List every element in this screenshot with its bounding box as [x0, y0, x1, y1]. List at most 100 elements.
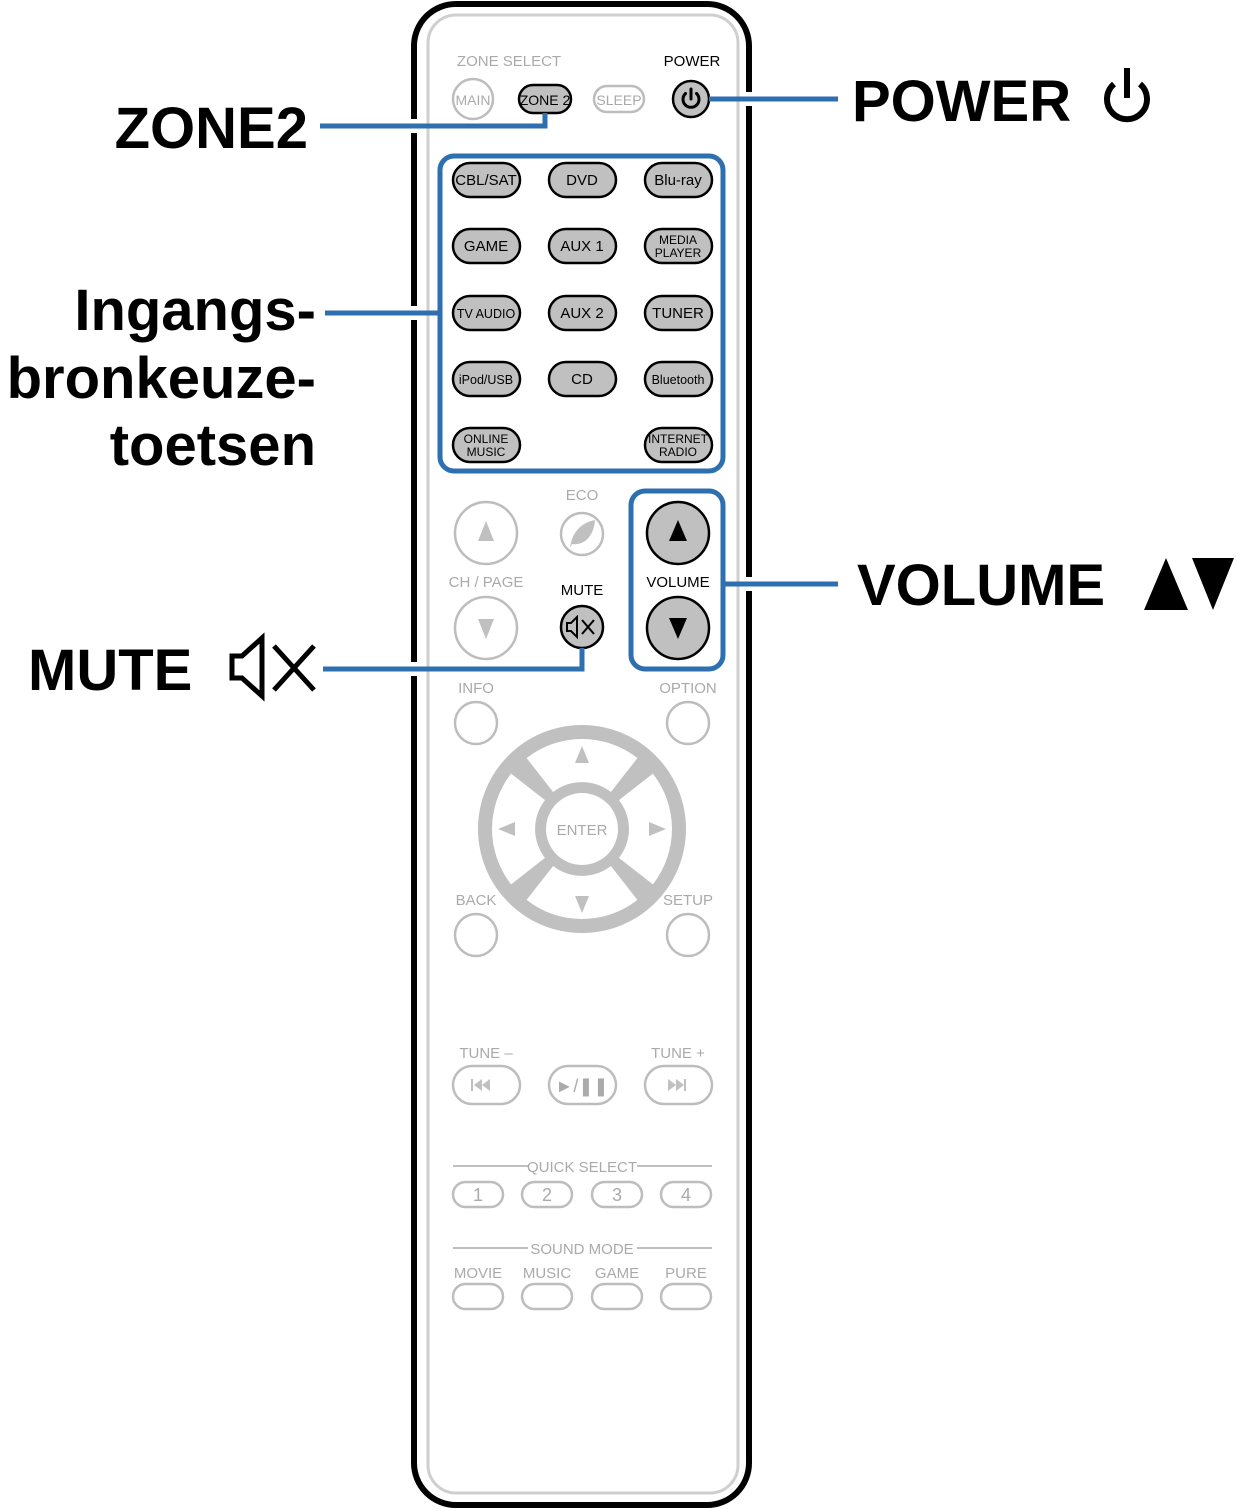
- volume-down-button[interactable]: [645, 595, 711, 661]
- input-button-tv-audio[interactable]: TV AUDIO: [451, 294, 522, 332]
- next-button[interactable]: [643, 1064, 714, 1106]
- internet-radio-button[interactable]: INTERNET RADIO: [643, 426, 714, 464]
- mute-button[interactable]: [559, 604, 605, 650]
- input-button-cbl-sat[interactable]: CBL/SAT: [451, 161, 522, 199]
- mute-icon: [229, 632, 316, 702]
- input-button-label: Bluetooth: [652, 373, 705, 387]
- zone-select-label: ZONE SELECT: [457, 53, 561, 70]
- arrow-down-icon: [575, 896, 589, 913]
- triangle-down-icon: [669, 618, 687, 639]
- callout-lines: [320, 92, 838, 676]
- quick-select-button-4[interactable]: 4: [659, 1180, 713, 1209]
- sound-mode-button-movie[interactable]: [451, 1282, 505, 1311]
- input-button-aux-2[interactable]: AUX 2: [547, 294, 618, 332]
- sound-mode-label: SOUND MODE: [530, 1241, 633, 1258]
- input-button-label: CBL/SAT: [455, 172, 516, 189]
- eco-button[interactable]: [559, 511, 605, 557]
- setup-button[interactable]: [665, 912, 711, 958]
- power-button[interactable]: [671, 79, 711, 119]
- dpad: ENTER: [478, 725, 686, 933]
- volume-group-highlight: [628, 488, 726, 672]
- sound-mode-button-music[interactable]: [520, 1282, 574, 1311]
- mute-icon: [566, 614, 595, 640]
- input-button-label: TUNER: [652, 305, 704, 322]
- eco-label: ECO: [566, 487, 599, 504]
- enter-button[interactable]: [546, 793, 618, 865]
- sound-mode-button-pure[interactable]: [659, 1282, 713, 1311]
- dpad-down-button[interactable]: [526, 866, 638, 919]
- sound-mode-label-pure: PURE: [665, 1265, 707, 1282]
- input-callout-line-3: toetsen: [110, 413, 316, 478]
- online-music-button[interactable]: ONLINE MUSIC: [451, 426, 522, 464]
- zone2-button[interactable]: ZONE 2: [517, 83, 573, 115]
- arrow-right-icon: [649, 822, 666, 836]
- main-button-label: MAIN: [456, 92, 491, 108]
- arrow-left-icon: [498, 822, 515, 836]
- tune-plus-label: TUNE +: [651, 1045, 705, 1062]
- ch-page-down-button[interactable]: [453, 595, 519, 661]
- quick-select-button-3[interactable]: 3: [590, 1180, 644, 1209]
- dpad-right-button[interactable]: [619, 773, 672, 885]
- setup-label: SETUP: [663, 892, 713, 909]
- dpad-left-button[interactable]: [492, 773, 545, 885]
- quick-select-number: 3: [612, 1185, 622, 1205]
- option-button[interactable]: [665, 700, 711, 746]
- quick-select-number: 1: [473, 1185, 483, 1205]
- input-button-label: Blu-ray: [654, 172, 702, 189]
- mute-label: MUTE: [561, 582, 604, 599]
- sound-mode-button-game[interactable]: [590, 1282, 644, 1311]
- input-button-tuner[interactable]: TUNER: [643, 294, 714, 332]
- input-button-label-2: PLAYER: [655, 246, 702, 260]
- quick-select-number: 2: [542, 1185, 552, 1205]
- zone2-button-label: ZONE 2: [520, 92, 571, 108]
- info-label: INFO: [458, 680, 494, 697]
- play-pause-button[interactable]: ►/❚❚: [547, 1064, 618, 1106]
- sound-mode-label-game: GAME: [595, 1265, 639, 1282]
- volume-label: VOLUME: [646, 574, 709, 591]
- power-icon: [681, 87, 701, 109]
- dpad-up-button[interactable]: [526, 739, 638, 792]
- quick-select-button-2[interactable]: 2: [520, 1180, 574, 1209]
- quick-select-label: QUICK SELECT: [527, 1159, 637, 1176]
- back-label: BACK: [456, 892, 497, 909]
- input-button-blu-ray[interactable]: Blu-ray: [643, 161, 714, 199]
- mute-callout-line: [323, 648, 585, 672]
- volume-up-down-icon: [1144, 558, 1234, 610]
- skip-forward-icon: [668, 1079, 686, 1091]
- info-button[interactable]: [453, 700, 499, 746]
- zone2-callout: ZONE2: [115, 96, 308, 161]
- tune-minus-label: TUNE –: [459, 1045, 513, 1062]
- quick-select-button-1[interactable]: 1: [451, 1180, 505, 1209]
- input-button-ipod-usb[interactable]: iPod/USB: [451, 360, 522, 398]
- power-label: POWER: [664, 53, 721, 70]
- input-button-label: iPod/USB: [459, 373, 513, 387]
- input-callout-line-1: Ingangs-: [74, 278, 316, 343]
- ch-page-label: CH / PAGE: [449, 574, 524, 591]
- sound-mode-label-music: MUSIC: [523, 1265, 572, 1282]
- sleep-button-label: SLEEP: [596, 92, 641, 108]
- volume-up-button[interactable]: [645, 500, 711, 566]
- triangle-down-icon: [478, 619, 494, 639]
- online-music-label-2: MUSIC: [467, 445, 506, 459]
- zone2-callout-line: [320, 113, 548, 129]
- input-callout-line-2: bronkeuze-: [7, 346, 316, 411]
- sleep-button[interactable]: SLEEP: [592, 84, 646, 114]
- back-button[interactable]: [453, 912, 499, 958]
- quick-select-number: 4: [681, 1185, 691, 1205]
- mute-callout: MUTE: [28, 638, 192, 703]
- input-button-cd[interactable]: CD: [547, 360, 618, 398]
- input-button-aux-1[interactable]: AUX 1: [547, 227, 618, 265]
- previous-button[interactable]: [451, 1064, 522, 1106]
- sound-mode-label-movie: MOVIE: [454, 1265, 502, 1282]
- main-button[interactable]: MAIN: [451, 77, 495, 121]
- input-button-label: AUX 2: [560, 305, 603, 322]
- input-button-bluetooth[interactable]: Bluetooth: [643, 360, 714, 398]
- input-button-game[interactable]: GAME: [451, 227, 522, 265]
- input-button-label: GAME: [464, 238, 508, 255]
- input-button-dvd[interactable]: DVD: [547, 161, 618, 199]
- play-pause-icon: ►/❚❚: [556, 1076, 609, 1097]
- leaf-icon: [570, 520, 595, 548]
- ch-page-up-button[interactable]: [453, 500, 519, 566]
